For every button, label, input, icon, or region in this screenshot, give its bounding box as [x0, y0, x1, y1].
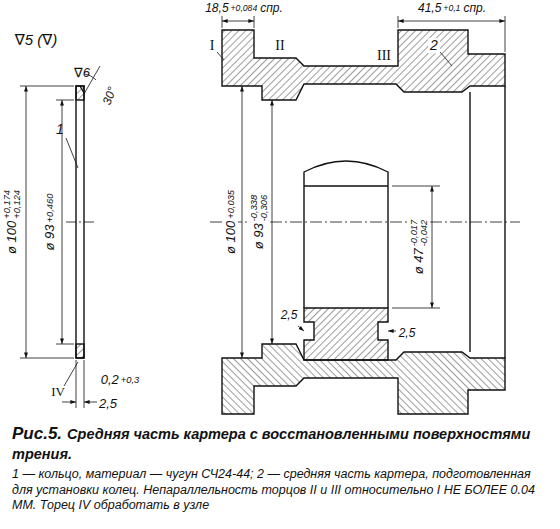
tolerance: +0,1	[443, 5, 460, 14]
label-text: ø 100	[4, 221, 19, 254]
tolerance-value: -0,017	[410, 220, 420, 247]
tolerance-value: -0,042	[420, 220, 430, 247]
dimension-label: ø 100 +0,035	[224, 188, 238, 256]
dimension-label: IV	[49, 385, 67, 399]
dimension-label: ∇5 (∇)	[13, 32, 60, 49]
label-text: 30°	[100, 85, 119, 107]
label-text: ø 93	[42, 224, 57, 250]
figure-caption: Рис.5.Средняя часть картера с восстановл…	[12, 424, 548, 464]
label-text: ø 47	[411, 248, 426, 274]
tolerance: +0,460	[46, 194, 56, 223]
label-text: 1	[56, 121, 64, 137]
label-text: ø 100	[223, 221, 238, 254]
dimension-label: III	[375, 48, 393, 63]
dimension-label: ø 93-0,338-0,306	[250, 193, 270, 252]
label-text: II	[275, 38, 284, 53]
ring-dimensions	[20, 66, 100, 408]
tolerance-value: -0,338	[250, 195, 260, 222]
tolerance: -0,338-0,306	[250, 195, 270, 222]
dimension-label: ø 93+0,460	[43, 192, 57, 253]
tolerance-value: -0,306	[260, 195, 270, 222]
tolerance-value: +0,035	[227, 190, 237, 219]
label-text: спр.	[260, 1, 283, 15]
dimension-label: 2,5	[97, 397, 119, 411]
caption-text: Средняя часть картера с восстановленными…	[12, 426, 530, 462]
label-text: 2,5	[281, 308, 298, 322]
crankcase-middle	[222, 30, 505, 414]
dimension-label: II	[273, 38, 286, 53]
body-dimensions	[210, 16, 520, 358]
label-text: 2,5	[399, 326, 416, 340]
figure-title: Рис.5.	[12, 424, 62, 443]
label-text: ∇5 (∇)	[15, 31, 58, 48]
tolerance-value: +0,084	[231, 5, 258, 14]
label-text: 0,2	[101, 372, 119, 387]
label-text: 2,5	[99, 396, 117, 411]
dimension-label: 41,5+0,1спр.	[416, 2, 488, 15]
figure-note: 1 — кольцо, материал — чугун СЧ24-44; 2 …	[12, 467, 548, 514]
tolerance: +0,084	[231, 5, 258, 14]
dimension-label: 2,5	[279, 309, 300, 322]
tolerance-value: +0,1	[443, 5, 460, 14]
dimension-label: 0,2+0,3	[99, 373, 142, 387]
label-text: III	[377, 48, 391, 63]
dimension-label: ∇6	[72, 66, 92, 80]
tolerance-value: +0,124	[13, 190, 23, 219]
dimension-label: I	[208, 38, 217, 53]
dimension-label: ø 47-0,017-0,042	[410, 218, 430, 277]
label-text: ø 93	[251, 223, 266, 249]
label-text: I	[210, 38, 215, 53]
dimension-label: 1	[54, 122, 66, 137]
label-text: 2	[430, 37, 438, 53]
label-text: спр.	[463, 1, 486, 15]
dimension-label: ø 100 +0,174+0,124	[3, 188, 23, 256]
note-text: 1 — кольцо, материал — чугун СЧ24-44; 2 …	[12, 467, 535, 512]
tolerance-value: +0,3	[121, 376, 139, 386]
tolerance: +0,174+0,124	[3, 190, 23, 219]
label-text: ∇6	[74, 65, 90, 80]
label-text: IV	[51, 384, 65, 399]
label-text: 18,5	[205, 1, 228, 15]
tolerance: +0,035	[227, 190, 237, 219]
tolerance: -0,017-0,042	[410, 220, 430, 247]
dimension-label: 2	[428, 38, 440, 53]
label-text: 41,5	[418, 1, 441, 15]
dimension-label: 18,5+0,084спр.	[203, 2, 285, 15]
tolerance: +0,3	[121, 376, 139, 386]
tolerance-value: +0,174	[3, 190, 13, 219]
tolerance-value: +0,460	[46, 194, 56, 223]
dimension-label: 2,5	[397, 327, 418, 340]
dimension-label: 30°	[100, 83, 120, 108]
